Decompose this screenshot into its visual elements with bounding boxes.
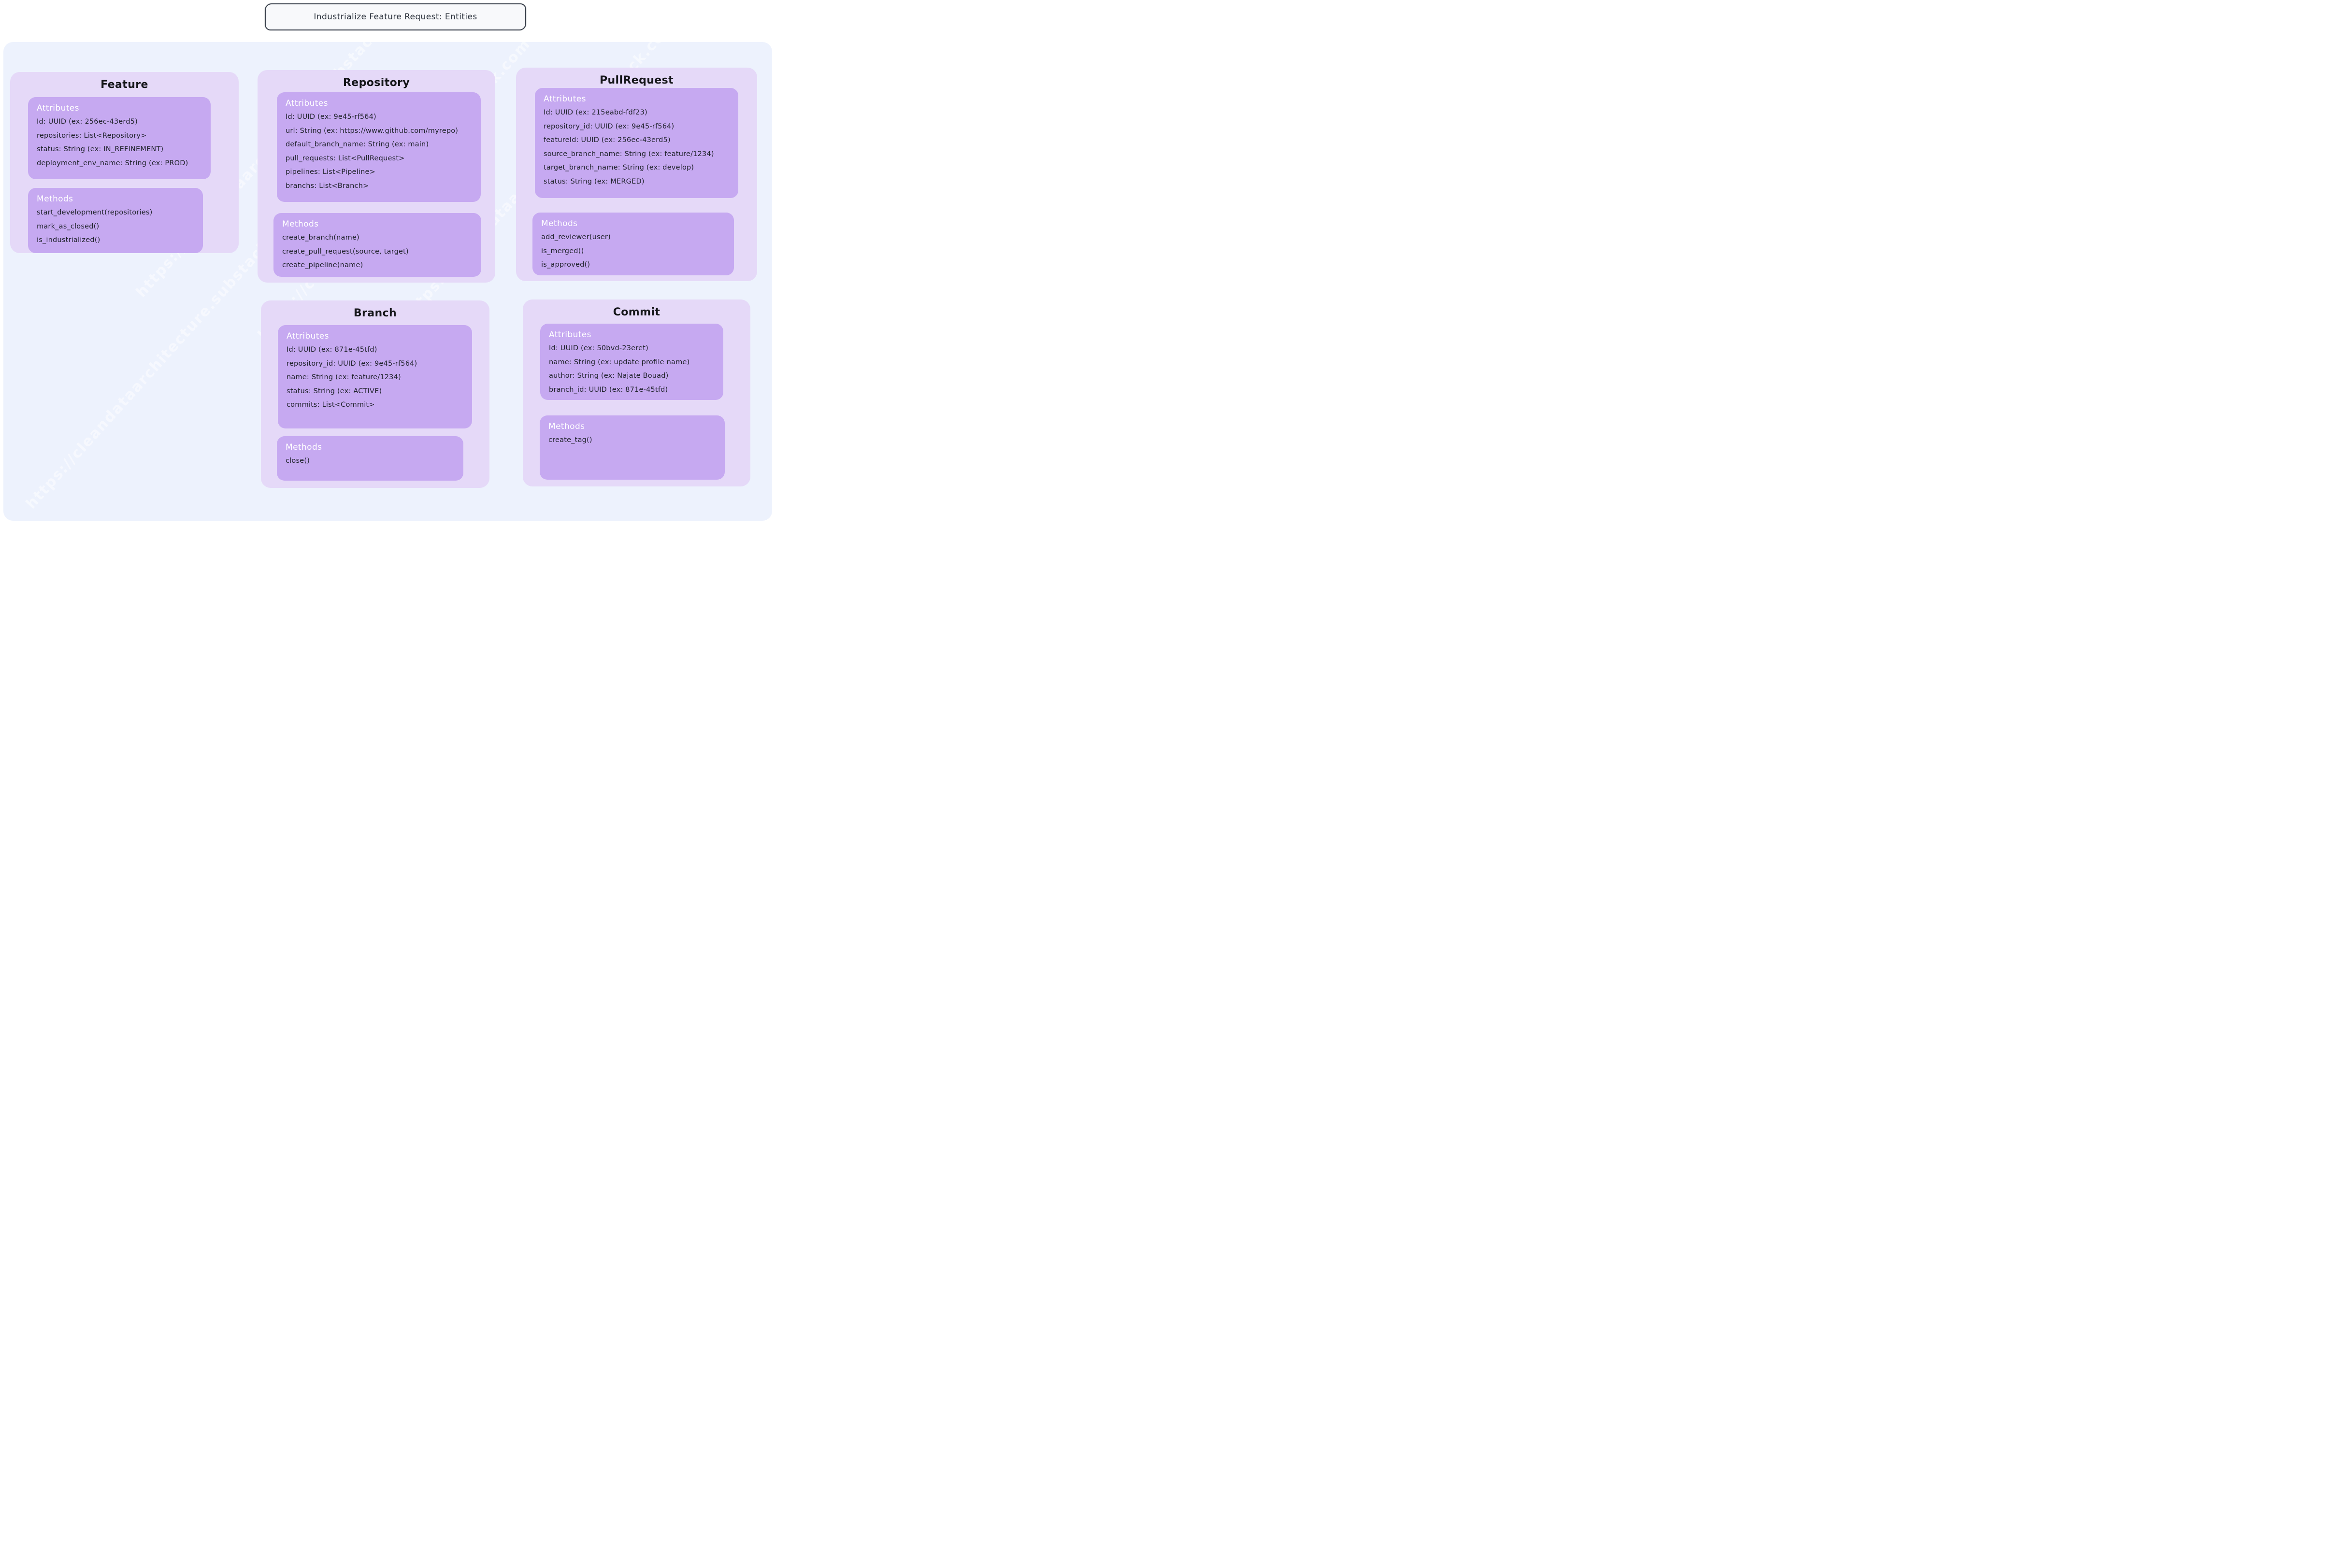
entity-repository-methods-box: Methods create_branch(name) create_pull_…: [273, 213, 481, 277]
entity-branch-methods-box: Methods close(): [277, 436, 463, 481]
method-line: is_approved(): [541, 261, 590, 269]
attribute-line: name: String (ex: feature/1234): [287, 373, 401, 382]
attribute-line: url: String (ex: https://www.github.com/…: [286, 127, 459, 135]
diagram-title: Industrialize Feature Request: Entities: [314, 12, 477, 22]
attributes-label: Attributes: [544, 94, 586, 104]
entity-branch-title: Branch: [353, 307, 397, 319]
attributes-label: Attributes: [287, 331, 329, 341]
entity-feature-title: Feature: [101, 79, 148, 91]
entity-commit-title: Commit: [613, 306, 660, 318]
entity-commit: Commit Attributes Id: UUID (ex: 50bvd-23…: [523, 299, 750, 486]
method-line: create_pull_request(source, target): [282, 247, 409, 256]
attributes-label: Attributes: [286, 99, 328, 108]
methods-label: Methods: [282, 219, 319, 229]
attribute-line: repositories: List<Repository>: [37, 131, 147, 140]
entity-feature-attributes-box: Attributes Id: UUID (ex: 256ec-43erd5) r…: [28, 97, 211, 179]
attribute-line: target_branch_name: String (ex: develop): [544, 164, 694, 172]
attribute-line: deployment_env_name: String (ex: PROD): [37, 159, 188, 167]
attribute-line: Id: UUID (ex: 9e45-rf564): [286, 113, 376, 121]
attribute-line: commits: List<Commit>: [287, 401, 375, 409]
attribute-line: pull_requests: List<PullRequest>: [286, 154, 405, 162]
attribute-line: source_branch_name: String (ex: feature/…: [544, 150, 714, 158]
entity-pullrequest-title: PullRequest: [599, 74, 674, 86]
attribute-line: pipelines: List<Pipeline>: [286, 168, 375, 176]
entity-branch-attributes-box: Attributes Id: UUID (ex: 871e-45tfd) rep…: [278, 325, 472, 428]
attribute-line: Id: UUID (ex: 871e-45tfd): [287, 346, 377, 354]
diagram-canvas: Industrialize Feature Request: Entities …: [0, 0, 775, 523]
methods-label: Methods: [541, 219, 578, 228]
entity-pullrequest-attributes-box: Attributes Id: UUID (ex: 215eabd-fdf23) …: [535, 88, 738, 198]
method-line: is_merged(): [541, 247, 584, 255]
attribute-line: branch_id: UUID (ex: 871e-45tfd): [549, 385, 668, 394]
method-line: is_industrialized(): [37, 236, 101, 244]
attribute-line: repository_id: UUID (ex: 9e45-rf564): [287, 359, 417, 368]
entity-repository-title: Repository: [343, 77, 410, 89]
attribute-line: name: String (ex: update profile name): [549, 358, 690, 366]
entity-commit-methods-box: Methods create_tag(): [540, 415, 725, 480]
entity-repository-attributes-box: Attributes Id: UUID (ex: 9e45-rf564) url…: [277, 92, 481, 202]
methods-label: Methods: [37, 194, 73, 204]
entity-pullrequest-methods-box: Methods add_reviewer(user) is_merged() i…: [532, 213, 734, 275]
attribute-line: status: String (ex: IN_REFINEMENT): [37, 145, 164, 154]
diagram-title-box: Industrialize Feature Request: Entities: [265, 3, 526, 30]
attributes-label: Attributes: [37, 103, 79, 113]
entity-feature: Feature Attributes Id: UUID (ex: 256ec-4…: [10, 72, 239, 253]
attributes-label: Attributes: [549, 330, 591, 340]
entity-feature-methods-box: Methods start_development(repositories) …: [28, 188, 203, 253]
method-line: create_branch(name): [282, 234, 359, 242]
method-line: start_development(repositories): [37, 209, 153, 216]
attribute-line: Id: UUID (ex: 215eabd-fdf23): [544, 109, 647, 116]
methods-label: Methods: [548, 422, 585, 431]
entity-branch: Branch Attributes Id: UUID (ex: 871e-45t…: [261, 300, 489, 488]
method-line: create_pipeline(name): [282, 261, 363, 270]
attribute-line: repository_id: UUID (ex: 9e45-rf564): [544, 122, 675, 130]
attribute-line: status: String (ex: MERGED): [544, 177, 645, 185]
entity-commit-attributes-box: Attributes Id: UUID (ex: 50bvd-23eret) n…: [540, 324, 723, 400]
method-line: add_reviewer(user): [541, 233, 611, 241]
attribute-line: author: String (ex: Najate Bouad): [549, 372, 669, 380]
attribute-line: Id: UUID (ex: 256ec-43erd5): [37, 118, 138, 126]
attribute-line: status: String (ex: ACTIVE): [287, 387, 382, 395]
diagram-panel: https://cleandataarchitecture.substack.c…: [3, 42, 772, 521]
attribute-line: branchs: List<Branch>: [286, 182, 369, 190]
method-line: close(): [286, 457, 310, 465]
method-line: mark_as_closed(): [37, 222, 100, 230]
attribute-line: default_branch_name: String (ex: main): [286, 141, 429, 149]
attribute-line: featureId: UUID (ex: 256ec-43erd5): [544, 136, 671, 144]
entity-pullrequest: PullRequest Attributes Id: UUID (ex: 215…: [516, 68, 757, 281]
method-line: create_tag(): [548, 436, 592, 444]
entity-repository: Repository Attributes Id: UUID (ex: 9e45…: [258, 70, 495, 283]
methods-label: Methods: [286, 442, 322, 452]
attribute-line: Id: UUID (ex: 50bvd-23eret): [549, 344, 648, 352]
